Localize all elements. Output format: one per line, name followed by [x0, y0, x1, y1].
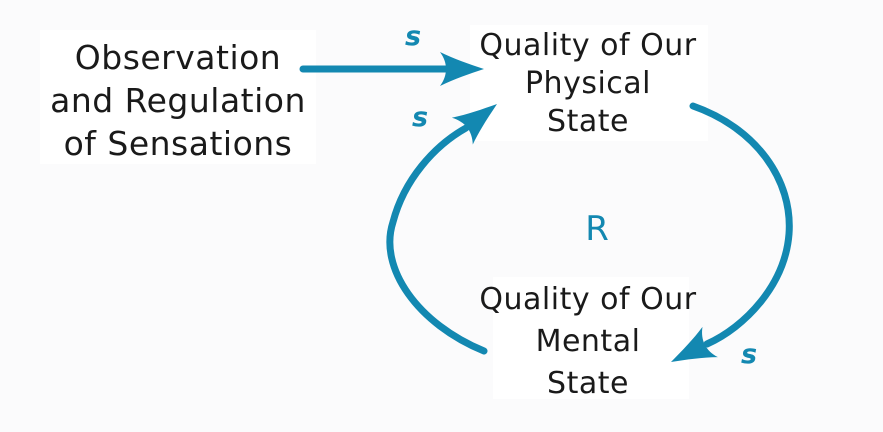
polarity-label-s-top: s	[405, 21, 422, 52]
arrow-shaft	[386, 124, 488, 355]
label-background-observation	[40, 30, 316, 164]
arrow-mental-to-physical	[386, 104, 497, 355]
node-physical-line: Physical	[524, 66, 652, 101]
label-background-mental	[493, 277, 689, 399]
arrowhead-up-right-icon	[451, 104, 497, 145]
arrow-physical-to-mental	[671, 102, 793, 362]
label-background-physical	[470, 25, 708, 141]
loop-label-reinforcing: R	[585, 209, 609, 249]
node-physical-line: Quality of Our	[479, 28, 697, 63]
node-observation-line: of Sensations	[63, 124, 293, 163]
node-mental-state: Quality of Our Mental State	[468, 279, 708, 405]
arrowhead-down-left-icon	[671, 326, 718, 362]
arrow-shaft	[689, 102, 793, 348]
node-mental-line: Quality of Our	[479, 282, 697, 317]
polarity-label-s-bottom-right: s	[741, 339, 758, 370]
node-observation: Observation and Regulation of Sensations	[35, 36, 321, 165]
node-mental-line: Mental	[535, 324, 641, 359]
polarity-label-s-left: s	[412, 102, 429, 133]
node-physical-state: Quality of Our Physical State	[468, 27, 708, 141]
node-mental-line: State	[547, 366, 629, 401]
node-physical-line: State	[547, 104, 629, 139]
node-observation-line: and Regulation	[50, 81, 306, 120]
node-observation-line: Observation	[74, 38, 282, 77]
arrowhead-right-icon	[440, 52, 484, 86]
arrow-observation-to-physical	[299, 52, 484, 86]
